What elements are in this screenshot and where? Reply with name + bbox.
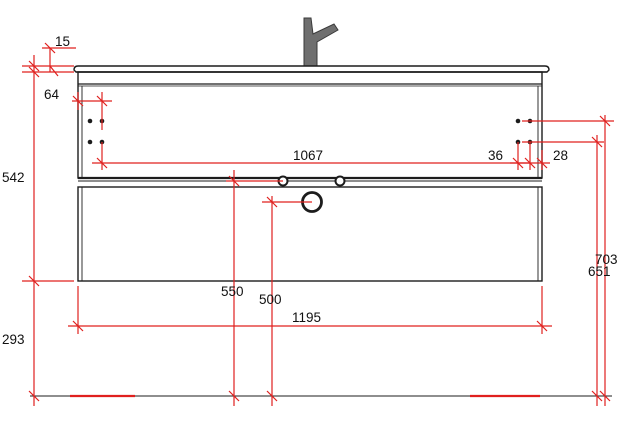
- dimension-labels: 15 64 542 1067 36 28 550 500 1195 293 70…: [2, 34, 618, 347]
- dim-hole-offset-left: 64: [44, 87, 60, 102]
- mounting-holes-right: [515, 118, 533, 145]
- dim-total-width: 1195: [292, 310, 321, 325]
- dim-upper-height: 542: [2, 170, 25, 185]
- dim-height-upper: 703: [595, 252, 618, 267]
- pipe-opening-right: [334, 175, 346, 187]
- dim-hole-offset-right: 36: [488, 148, 503, 163]
- countertop: [73, 65, 550, 73]
- faucet-icon: [303, 17, 339, 67]
- dimension-lines: [22, 42, 614, 406]
- dim-hole-spacing: 1067: [293, 148, 323, 163]
- vanity-outline: [30, 17, 612, 398]
- dim-floor-clearance: 293: [2, 332, 25, 347]
- dim-center-drain: 500: [259, 292, 282, 307]
- dim-side-offset: 28: [553, 148, 568, 163]
- dim-top-thickness: 15: [55, 34, 70, 49]
- dim-height-lower: 651: [588, 264, 611, 279]
- dim-center-left: 550: [221, 284, 244, 299]
- drawer-front: [77, 186, 543, 282]
